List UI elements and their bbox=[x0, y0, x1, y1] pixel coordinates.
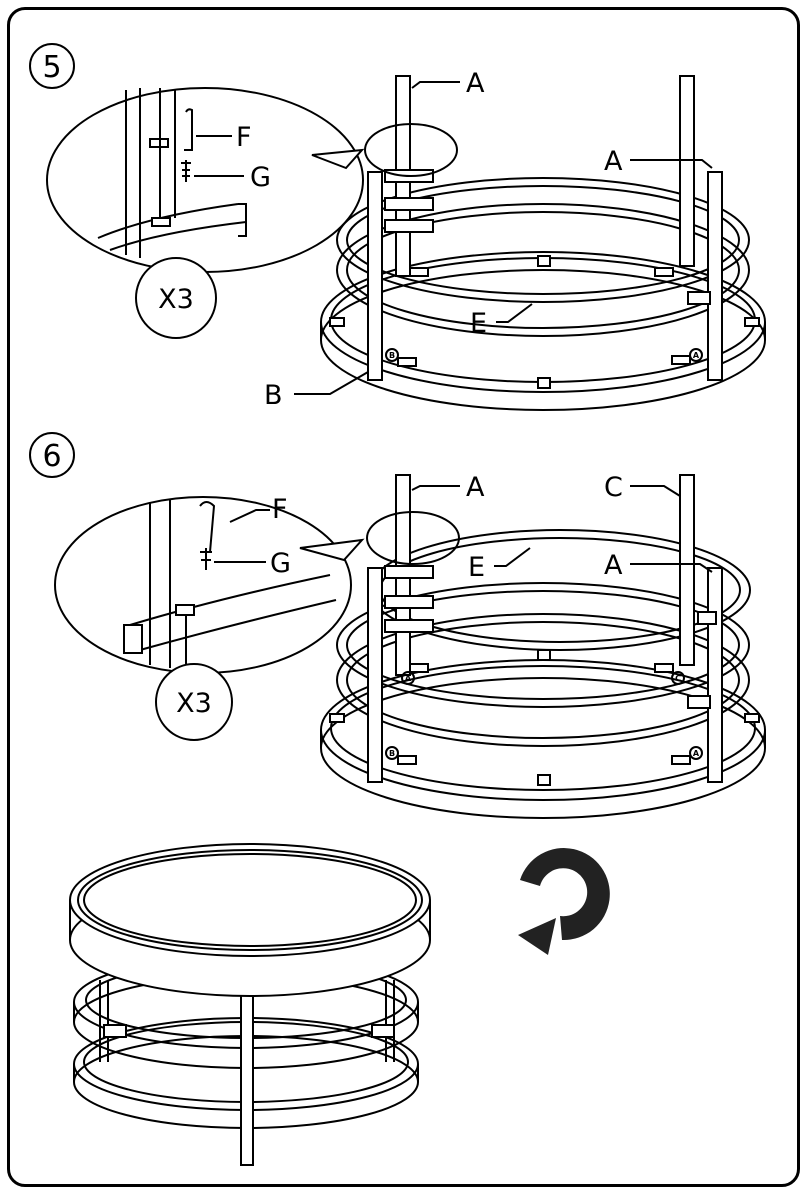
step-6-table-frame bbox=[320, 474, 766, 819]
leg-b-front-left bbox=[367, 171, 383, 381]
marker-c-mid bbox=[671, 671, 685, 685]
step-5-number: 5 bbox=[42, 50, 61, 85]
marker-a-mid bbox=[401, 671, 415, 685]
marker-b bbox=[385, 746, 399, 760]
marker-a bbox=[689, 746, 703, 760]
svg-text:A: A bbox=[693, 749, 700, 758]
step-6: 6 F G X3 bbox=[29, 432, 766, 819]
allen-key-icon bbox=[184, 108, 193, 151]
step-6-number: 6 bbox=[42, 439, 61, 474]
step-5: 5 F G X3 bbox=[29, 43, 766, 411]
final-assembled-table bbox=[69, 843, 431, 1166]
svg-text:B: B bbox=[389, 749, 395, 758]
leg-c-back-right bbox=[679, 474, 695, 666]
svg-text:A: A bbox=[405, 674, 412, 683]
leg-b-front-left bbox=[367, 567, 383, 783]
step-5-badge bbox=[29, 43, 75, 89]
bracket-plate bbox=[151, 217, 171, 227]
label-b: B bbox=[264, 380, 283, 411]
label-g: G bbox=[250, 162, 271, 193]
label-c: C bbox=[604, 472, 623, 503]
step-5-detail-callout: F G bbox=[46, 87, 365, 273]
page-frame bbox=[7, 7, 800, 1187]
label-f: F bbox=[272, 494, 288, 525]
label-a-front: A bbox=[604, 146, 623, 177]
svg-text:C: C bbox=[675, 674, 681, 683]
label-g: G bbox=[270, 548, 291, 579]
label-a-back: A bbox=[466, 68, 485, 99]
bracket-plate-top bbox=[149, 138, 169, 148]
leg-a-front-right bbox=[707, 567, 723, 783]
step-6-badge bbox=[29, 432, 75, 478]
bracket-plate bbox=[175, 604, 195, 616]
label-a-front: A bbox=[604, 550, 623, 581]
rotate-arrow-icon bbox=[518, 848, 610, 955]
step-6-detail-callout: F G bbox=[54, 494, 365, 674]
label-e: E bbox=[470, 308, 487, 339]
step-6-quantity-circle bbox=[155, 663, 233, 741]
marker-b bbox=[385, 348, 399, 362]
allen-key-icon bbox=[199, 501, 216, 553]
leg-a-front-right bbox=[707, 171, 723, 381]
svg-text:B: B bbox=[389, 351, 395, 360]
step-5-quantity-circle bbox=[135, 257, 217, 339]
label-a-back: A bbox=[466, 472, 485, 503]
leg-a-back-right bbox=[679, 75, 695, 267]
label-f: F bbox=[236, 122, 252, 153]
step-6-quantity: X3 bbox=[176, 688, 212, 719]
step-5-quantity: X3 bbox=[158, 284, 194, 315]
marker-a bbox=[689, 348, 703, 362]
label-e: E bbox=[468, 552, 485, 583]
svg-text:A: A bbox=[693, 351, 700, 360]
step-5-table-frame bbox=[320, 75, 766, 411]
